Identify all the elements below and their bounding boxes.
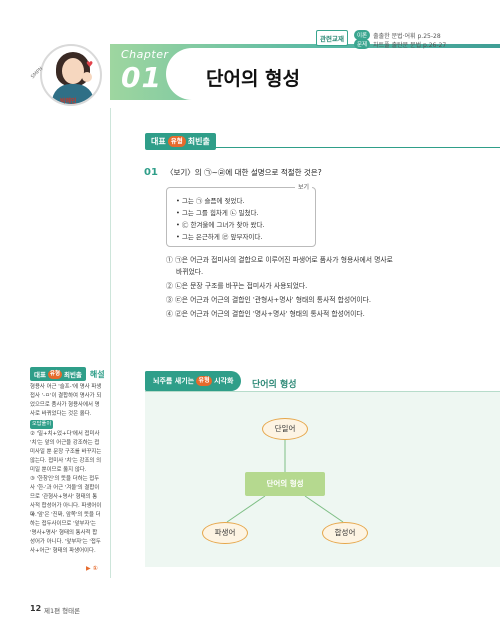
diagram-divider: [145, 391, 500, 392]
answer-paragraph: 형용사 어근 '슬프-'에 명사 파생 접사 '-ㅁ'이 결합하여 명사가 되었…: [30, 384, 102, 417]
avatar-name: 박혜인: [60, 98, 77, 105]
section-circle: 유형: [167, 136, 186, 147]
section-header: 대표 유형 최빈출: [145, 133, 216, 150]
answer-final: ▶ ①: [86, 565, 98, 572]
diagram-title: 단어의 형성: [252, 380, 297, 390]
heart-icon: ♥: [86, 60, 94, 69]
node-derivative: 파생어: [202, 522, 248, 544]
diagram-circle: 유형: [196, 376, 213, 386]
chapter-label: Chapter: [121, 48, 169, 61]
reference-pill: 문제: [354, 39, 371, 49]
reference-line: 문제 차트풀 출탄문 문법 p.26-27: [354, 39, 446, 49]
footer-text: 제1편 형태론: [44, 607, 81, 615]
diagram-label: 뇌주름 새기는 유형 시각화: [145, 371, 242, 391]
reference-line: 이론 출출한 문법·어휘 p.25-28: [354, 30, 441, 40]
answer-paragraph: ② '밀+치+었+다'에서 접미사 '치'는 앞의 어근을 강조하는 접미사일 …: [30, 431, 102, 473]
node-simple-word: 단일어: [262, 418, 308, 440]
section-label: 대표 유형 최빈출: [145, 133, 216, 150]
answer-circle: 유형: [47, 369, 62, 379]
avatar-hand: [82, 72, 92, 82]
choice-4: ④ ㉣은 어근과 어근의 결합인 '명사+명사' 형태의 통사적 합성어이다.: [166, 310, 365, 318]
bogi-line: • ㉢ 한겨울에 그녀가 찾아 왔다.: [176, 221, 265, 229]
reference-pill: 이론: [354, 30, 371, 40]
answer-title: 해설: [89, 369, 105, 379]
avatar-face: [62, 58, 84, 84]
diagram-header: 뇌주름 새기는 유형 시각화: [145, 371, 242, 391]
page-number: 12: [30, 604, 42, 613]
choice-2: ② ㉡은 문장 구조를 바꾸는 접미사가 사용되었다.: [166, 282, 308, 290]
node-word-formation: 단어의 형성: [245, 472, 325, 496]
bogi-box: [166, 187, 316, 247]
chapter-title: 단어의 형성: [206, 68, 301, 90]
character-avatar: ♥: [40, 44, 102, 106]
connector-left: [226, 495, 266, 523]
chapter-number: 01: [121, 61, 162, 94]
answer-label: 대표 유형 최빈출: [30, 367, 86, 381]
bogi-line: • 그는 그를 힘차게 ㉡ 밀쳤다.: [176, 209, 259, 217]
answer-paragraph: ③ '한창인'의 뜻을 더하는 접두사 '한-'과 어근 '겨울'의 결합이므로…: [30, 476, 102, 518]
question-text: 〈보기〉의 ㉠~㉣에 대한 설명으로 적절한 것은?: [166, 168, 322, 177]
reference-text: 출출한 문법·어휘 p.25-28: [373, 32, 441, 40]
margin-rule: [110, 108, 111, 578]
connector-right: [304, 495, 344, 523]
choice-1-cont: 바뀌었다.: [176, 268, 204, 276]
section-suffix: 최빈출: [187, 137, 210, 146]
node-compound: 합성어: [322, 522, 368, 544]
avatar-body: [52, 84, 94, 104]
choice-3: ③ ㉢은 어근과 어근의 결합인 '관형사+명사' 형태의 통사적 합성어이다.: [166, 296, 372, 304]
diagram-prefix: 뇌주름 새기는: [153, 377, 195, 385]
answer-suffix: 최빈출: [63, 371, 82, 379]
related-textbooks-tag: 관련교재: [316, 30, 348, 46]
section-divider: [145, 147, 500, 148]
reference-text: 차트풀 출탄문 문법 p.26-27: [373, 41, 447, 49]
question-number: 01: [144, 167, 158, 178]
banner-title-panel: [166, 48, 500, 100]
answer-wrong-tag: 오답풀이: [30, 420, 102, 429]
answer-prefix: 대표: [34, 371, 46, 379]
section-prefix: 대표: [151, 137, 166, 146]
diagram-suffix: 시각화: [214, 377, 234, 385]
choice-1: ① ㉠은 어근과 접미사의 결합으로 이루어진 파생어로 품사가 형용사에서 명…: [166, 256, 393, 264]
wrong-answer-tag: 오답풀이: [30, 420, 54, 429]
answer-header: 대표 유형 최빈출 해설: [30, 367, 105, 381]
answer-paragraph: ④ '앞'은 '진짜, 앞쪽'의 뜻을 더하는 접두사이므로 '앞부자'는 '명…: [30, 512, 101, 554]
bogi-line: • 그는 ㉠ 슬픔에 젖었다.: [176, 197, 245, 205]
bogi-line: • 그는 은근하게 ㉣ 앞부자이다.: [176, 233, 263, 241]
bogi-label: 보기: [295, 182, 313, 191]
